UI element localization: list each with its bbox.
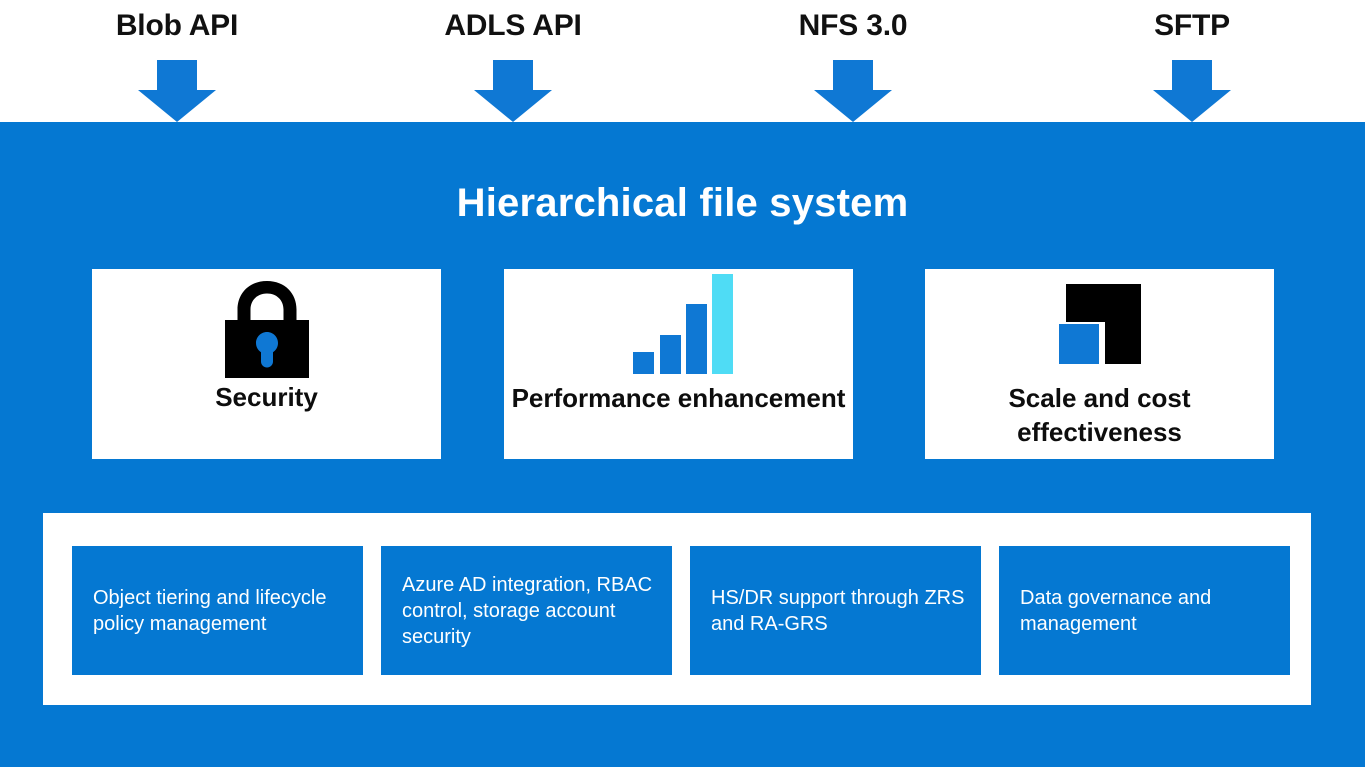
feature-card-security: Security xyxy=(92,269,441,459)
capability-tile-hs-dr: HS/DR support through ZRS and RA-GRS xyxy=(690,546,981,675)
bar-chart-icon xyxy=(627,274,733,374)
arrow-shaft xyxy=(493,60,533,91)
scale-blocks-icon xyxy=(1058,284,1141,364)
scale-block-right xyxy=(1104,322,1141,364)
arrow-shaft xyxy=(157,60,197,91)
card-label-scale: Scale and cost effectiveness xyxy=(1008,383,1191,447)
capabilities-band: Object tiering and lifecycle policy mana… xyxy=(43,513,1311,705)
scale-block-highlight xyxy=(1058,324,1099,364)
bar-chart-bar xyxy=(685,304,707,374)
card-icon-wrap xyxy=(92,269,441,379)
arrow-down-icon xyxy=(455,60,571,122)
api-entry-sftp: SFTP xyxy=(1072,0,1312,122)
capability-tile-text: HS/DR support through ZRS and RA-GRS xyxy=(711,586,965,635)
arrow-down-icon xyxy=(1134,60,1250,122)
api-label-sftp: SFTP xyxy=(1154,9,1230,42)
page-title: Hierarchical file system xyxy=(456,181,909,225)
padlock-icon xyxy=(224,281,309,378)
arrow-down-icon xyxy=(119,60,235,122)
api-entry-points-strip: Blob API ADLS API NFS 3.0 SFTP xyxy=(0,0,1365,122)
capability-tile-object-tiering: Object tiering and lifecycle policy mana… xyxy=(72,546,363,675)
feature-card-scale: Scale and cost effectiveness xyxy=(925,269,1274,459)
api-entry-blob: Blob API xyxy=(57,0,297,122)
feature-card-performance: Performance enhancement xyxy=(504,269,853,459)
arrow-shaft xyxy=(1172,60,1212,91)
arrow-head xyxy=(138,90,216,122)
arrow-down-icon xyxy=(795,60,911,122)
scale-block-top xyxy=(1065,284,1141,322)
api-entry-adls: ADLS API xyxy=(393,0,633,122)
capability-tile-azure-ad: Azure AD integration, RBAC control, stor… xyxy=(381,546,672,675)
api-entry-nfs: NFS 3.0 xyxy=(733,0,973,122)
bar-chart-bar xyxy=(659,335,681,374)
arrow-head xyxy=(1153,90,1231,122)
api-label-nfs: NFS 3.0 xyxy=(798,9,908,42)
api-label-adls: ADLS API xyxy=(444,9,582,42)
arrow-head xyxy=(474,90,552,122)
capability-tile-data-governance: Data governance and management xyxy=(999,546,1290,675)
card-icon-wrap xyxy=(925,269,1274,379)
bar-chart-bar xyxy=(711,274,733,374)
capability-tile-text: Data governance and management xyxy=(1020,586,1212,635)
card-icon-wrap xyxy=(504,269,853,379)
hierarchical-file-system-panel: Hierarchical file system Security xyxy=(0,122,1365,767)
api-label-blob: Blob API xyxy=(115,9,239,42)
arrow-head xyxy=(814,90,892,122)
arrow-shaft xyxy=(833,60,873,91)
capability-tile-text: Object tiering and lifecycle policy mana… xyxy=(93,586,327,635)
capability-tile-text: Azure AD integration, RBAC control, stor… xyxy=(402,573,653,648)
bar-chart-bar xyxy=(632,352,654,374)
card-label-security: Security xyxy=(215,382,318,412)
card-label-performance: Performance enhancement xyxy=(511,383,846,413)
